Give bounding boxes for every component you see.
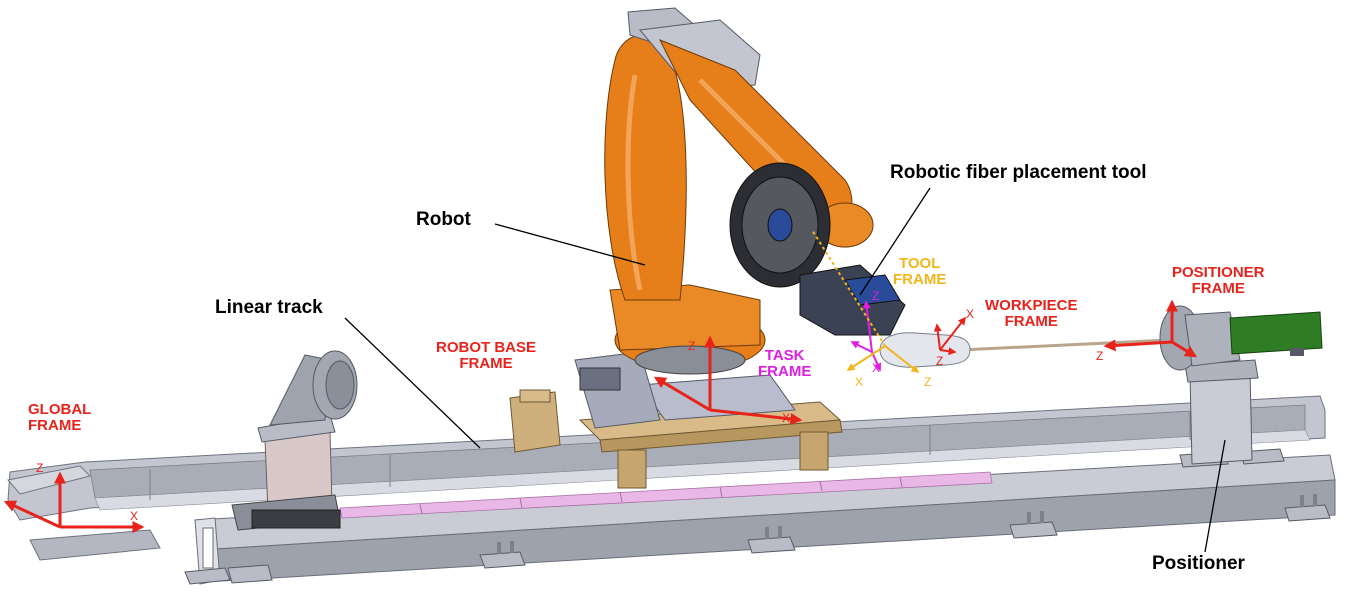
global-frame-axes	[3, 471, 145, 533]
global-z-axis-label: Z	[36, 461, 44, 475]
linear-track-label: Linear track	[215, 297, 323, 318]
tool-z-axis-label: Z	[924, 375, 932, 389]
base-x-axis-label: X	[782, 411, 791, 425]
global-frame-label: GLOBAL FRAME	[28, 401, 92, 434]
workpiece-z-axis-label: Z	[936, 354, 944, 368]
task-x-axis-label: X	[872, 361, 881, 375]
tool-frame-axes	[811, 229, 920, 373]
robot	[574, 7, 906, 429]
base-z-axis-label: Z	[688, 339, 696, 353]
feet-brackets	[497, 494, 1317, 554]
tailstock	[231, 350, 358, 531]
fiber-tool-label: Robotic fiber placement tool	[890, 162, 1147, 183]
leveling-feet	[184, 448, 1331, 585]
tool-x-axis-label: X	[855, 375, 864, 389]
workpiece-frame-axes	[933, 316, 966, 356]
positioner-label: Positioner	[1152, 553, 1245, 574]
task-frame-axes	[850, 300, 882, 372]
workpiece-frame-label: WORKPIECE FRAME	[985, 297, 1078, 330]
positioner-frame-axes	[1103, 299, 1198, 358]
global-x-axis-label: X	[130, 509, 139, 523]
robot-base-frame-axes	[653, 335, 803, 425]
positioner-z-axis-label: Z	[1096, 349, 1104, 363]
workpiece-x-axis-label: X	[966, 307, 975, 321]
robot-base-frame-label: ROBOT BASE FRAME	[436, 339, 537, 372]
linear-track	[7, 395, 1326, 561]
task-z-axis-label: Z	[872, 289, 880, 303]
leader-lines	[344, 187, 1226, 553]
robot-label: Robot	[416, 209, 471, 230]
positioner-frame-label: POSITIONER FRAME	[1172, 264, 1265, 297]
task-frame-label: TASK FRAME	[758, 347, 812, 380]
workpiece	[879, 332, 1171, 368]
tool-frame-label: TOOL FRAME	[893, 255, 947, 288]
